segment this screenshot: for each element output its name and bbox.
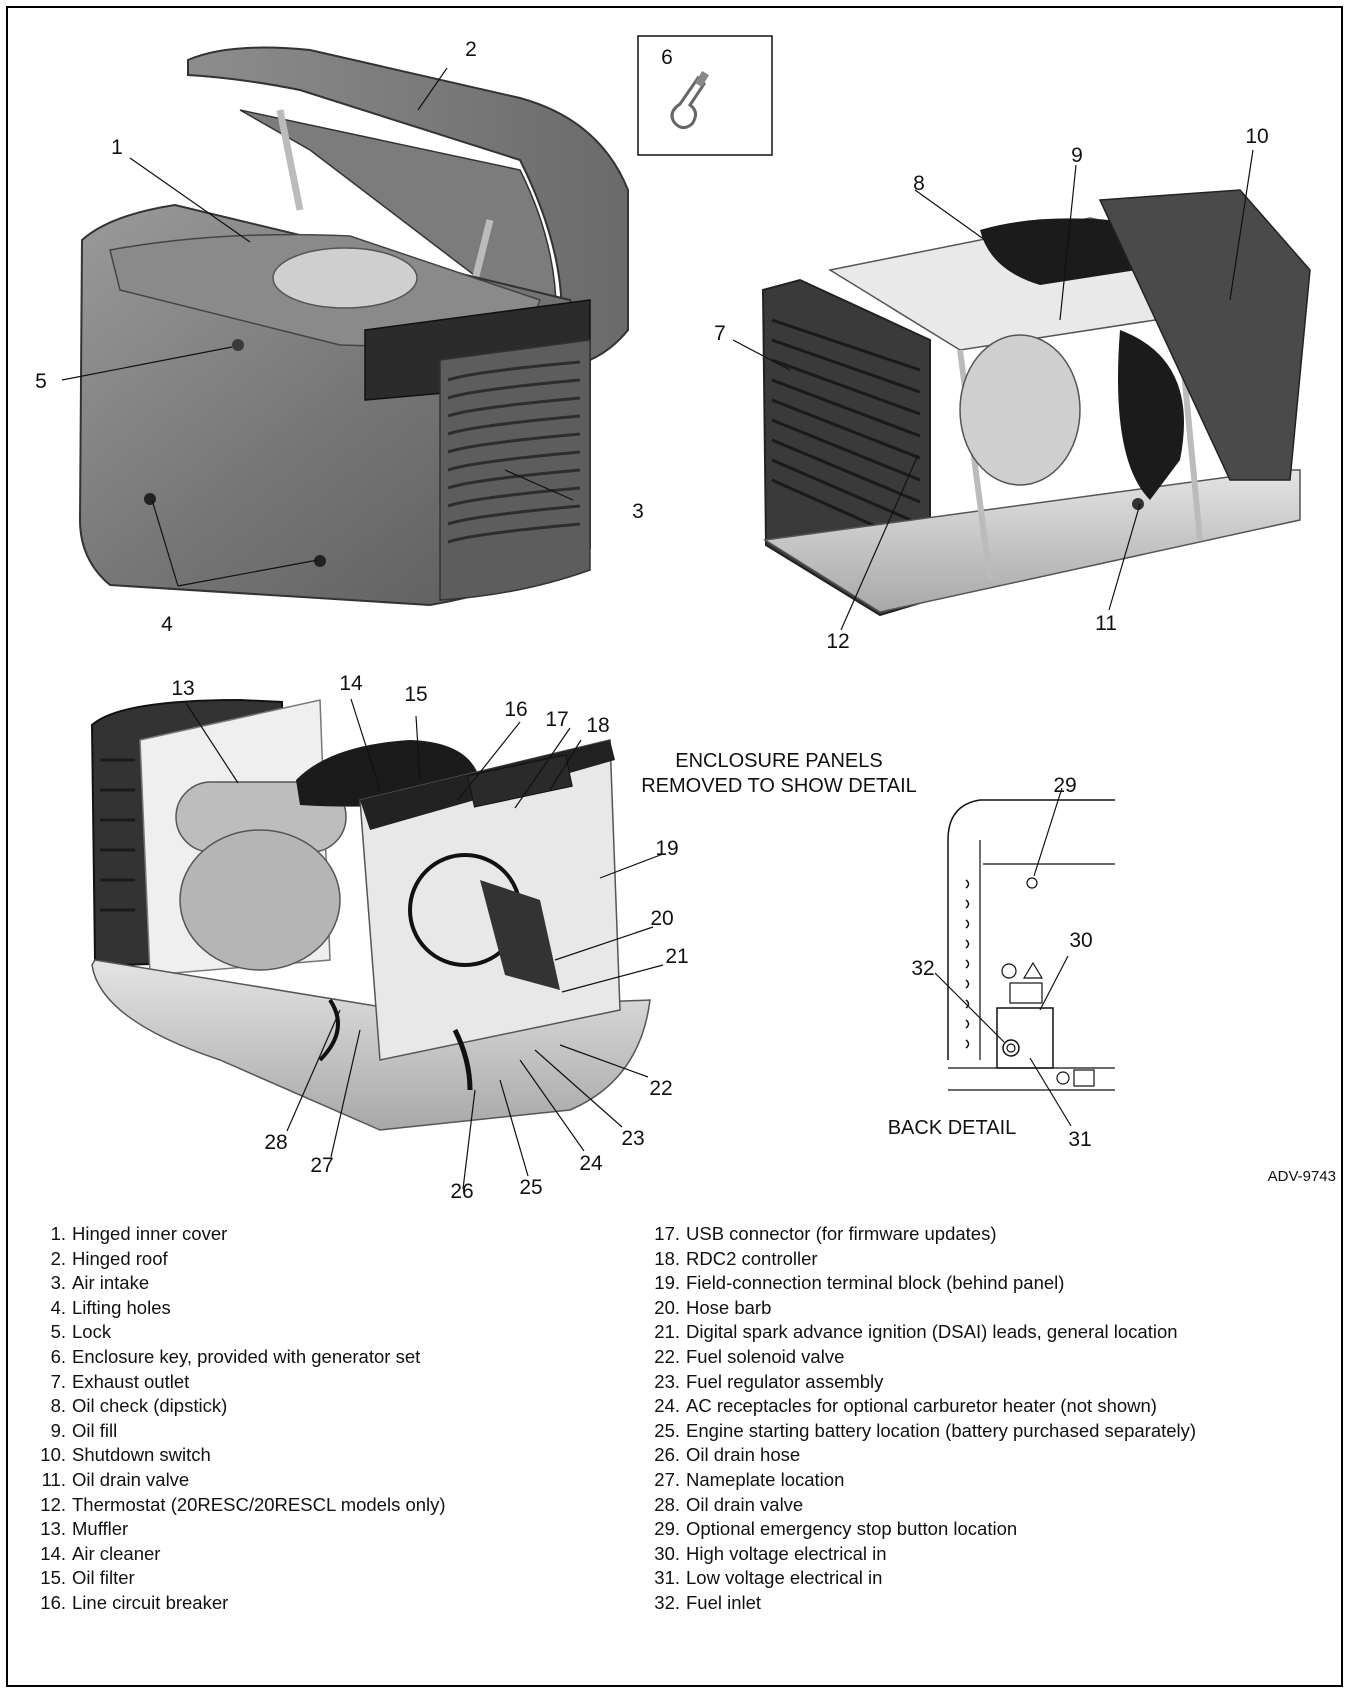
legend-item: 31.Low voltage electrical in bbox=[654, 1567, 883, 1589]
back-detail-label: BACK DETAIL bbox=[888, 1117, 1017, 1139]
callout-3: 3 bbox=[632, 500, 644, 523]
callout-11: 11 bbox=[1095, 612, 1117, 635]
legend-item: 12.Thermostat (20RESC/20RESCL models onl… bbox=[40, 1493, 446, 1515]
callout-26: 26 bbox=[450, 1180, 473, 1200]
callout-12: 12 bbox=[826, 630, 849, 653]
callout-28: 28 bbox=[264, 1131, 287, 1154]
callout-17: 17 bbox=[545, 708, 568, 731]
legend-left-column: 1.Hinged inner cover 2.Hinged roof 3.Air… bbox=[26, 1222, 446, 1616]
legend-item: 29.Optional emergency stop button locati… bbox=[654, 1518, 1018, 1540]
legend-item: 11.Oil drain valve bbox=[41, 1468, 190, 1490]
callout-27: 27 bbox=[310, 1154, 333, 1177]
legend-item: 13.Muffler bbox=[40, 1518, 129, 1540]
front-open-view bbox=[90, 698, 651, 1131]
callout-31: 31 bbox=[1068, 1128, 1091, 1151]
callout-24: 24 bbox=[579, 1152, 603, 1175]
legend-item: 27.Nameplate location bbox=[654, 1468, 845, 1490]
legend-item: 17.USB connector (for firmware updates) bbox=[654, 1223, 997, 1244]
enclosure-key-inset bbox=[637, 35, 773, 156]
legend-item: 3.Air intake bbox=[50, 1272, 150, 1294]
legend-item: 22.Fuel solenoid valve bbox=[654, 1345, 845, 1367]
callout-1: 1 bbox=[111, 136, 123, 159]
legend-item: 5.Lock bbox=[50, 1321, 112, 1343]
legend-item: 16.Line circuit breaker bbox=[40, 1591, 229, 1613]
callout-21: 21 bbox=[665, 945, 688, 968]
callout-20: 20 bbox=[650, 907, 673, 930]
callout-14: 14 bbox=[339, 672, 363, 695]
callout-18: 18 bbox=[586, 714, 609, 737]
callout-29: 29 bbox=[1053, 774, 1076, 797]
legend-item: 32.Fuel inlet bbox=[654, 1591, 762, 1613]
callout-6: 6 bbox=[661, 46, 673, 69]
generator-diagram: 1 2 3 4 5 6 7 8 9 10 11 12 13 14 15 16 1… bbox=[35, 35, 1336, 1200]
rear-side-view bbox=[761, 189, 1311, 617]
legend-item: 15.Oil filter bbox=[40, 1567, 135, 1589]
legend-item: 21.Digital spark advance ignition (DSAI)… bbox=[654, 1321, 1178, 1343]
legend-item: 30.High voltage electrical in bbox=[654, 1542, 887, 1564]
legend-item: 6.Enclosure key, provided with generator… bbox=[50, 1345, 421, 1367]
callout-32: 32 bbox=[911, 957, 934, 980]
legend-item: 14.Air cleaner bbox=[40, 1542, 161, 1564]
leader-lines bbox=[61, 67, 1254, 1190]
legend-item: 23.Fuel regulator assembly bbox=[654, 1370, 884, 1392]
legend-item: 25.Engine starting battery location (bat… bbox=[654, 1419, 1197, 1441]
callout-7: 7 bbox=[714, 322, 726, 345]
callout-2: 2 bbox=[465, 38, 477, 61]
callout-4: 4 bbox=[161, 613, 173, 636]
legend-item: 26.Oil drain hose bbox=[654, 1444, 801, 1466]
legend-right-column: 17.USB connector (for firmware updates) … bbox=[640, 1222, 1196, 1616]
callout-9: 9 bbox=[1071, 144, 1083, 167]
legend-item: 1.Hinged inner cover bbox=[50, 1223, 228, 1244]
drawing-code: ADV-9743 bbox=[1268, 1168, 1336, 1185]
legend-item: 9.Oil fill bbox=[50, 1419, 118, 1441]
legend-item: 8.Oil check (dipstick) bbox=[50, 1395, 228, 1417]
panels-note-line1: ENCLOSURE PANELS bbox=[675, 750, 882, 772]
legend-item: 19.Field-connection terminal block (behi… bbox=[654, 1272, 1065, 1294]
callout-25: 25 bbox=[519, 1176, 542, 1199]
callout-23: 23 bbox=[621, 1127, 644, 1150]
callout-13: 13 bbox=[171, 677, 194, 700]
callout-numbers: 1 2 3 4 5 6 7 8 9 10 11 12 13 14 15 16 1… bbox=[35, 38, 1269, 1200]
legend-item: 4.Lifting holes bbox=[50, 1296, 171, 1318]
legend-item: 18.RDC2 controller bbox=[654, 1247, 818, 1269]
callout-30: 30 bbox=[1069, 929, 1092, 952]
legend-item: 10.Shutdown switch bbox=[40, 1444, 211, 1466]
panels-note-line2: REMOVED TO SHOW DETAIL bbox=[641, 775, 917, 797]
figure-frame bbox=[6, 6, 1343, 1687]
legend-item: 20.Hose barb bbox=[654, 1296, 772, 1318]
callout-19: 19 bbox=[655, 837, 678, 860]
callout-22: 22 bbox=[649, 1077, 672, 1100]
legend-item: 28.Oil drain valve bbox=[654, 1493, 804, 1515]
callout-15: 15 bbox=[404, 683, 427, 706]
legend-item: 7.Exhaust outlet bbox=[50, 1370, 190, 1392]
legend-item: 2.Hinged roof bbox=[50, 1247, 168, 1269]
back-detail-view bbox=[947, 799, 1115, 1091]
legend-item: 24.AC receptacles for optional carbureto… bbox=[654, 1395, 1157, 1417]
callout-16: 16 bbox=[504, 698, 527, 721]
enclosure-closed-view bbox=[78, 46, 629, 607]
callout-8: 8 bbox=[913, 172, 925, 195]
callout-5: 5 bbox=[35, 370, 47, 393]
callout-10: 10 bbox=[1245, 125, 1268, 148]
